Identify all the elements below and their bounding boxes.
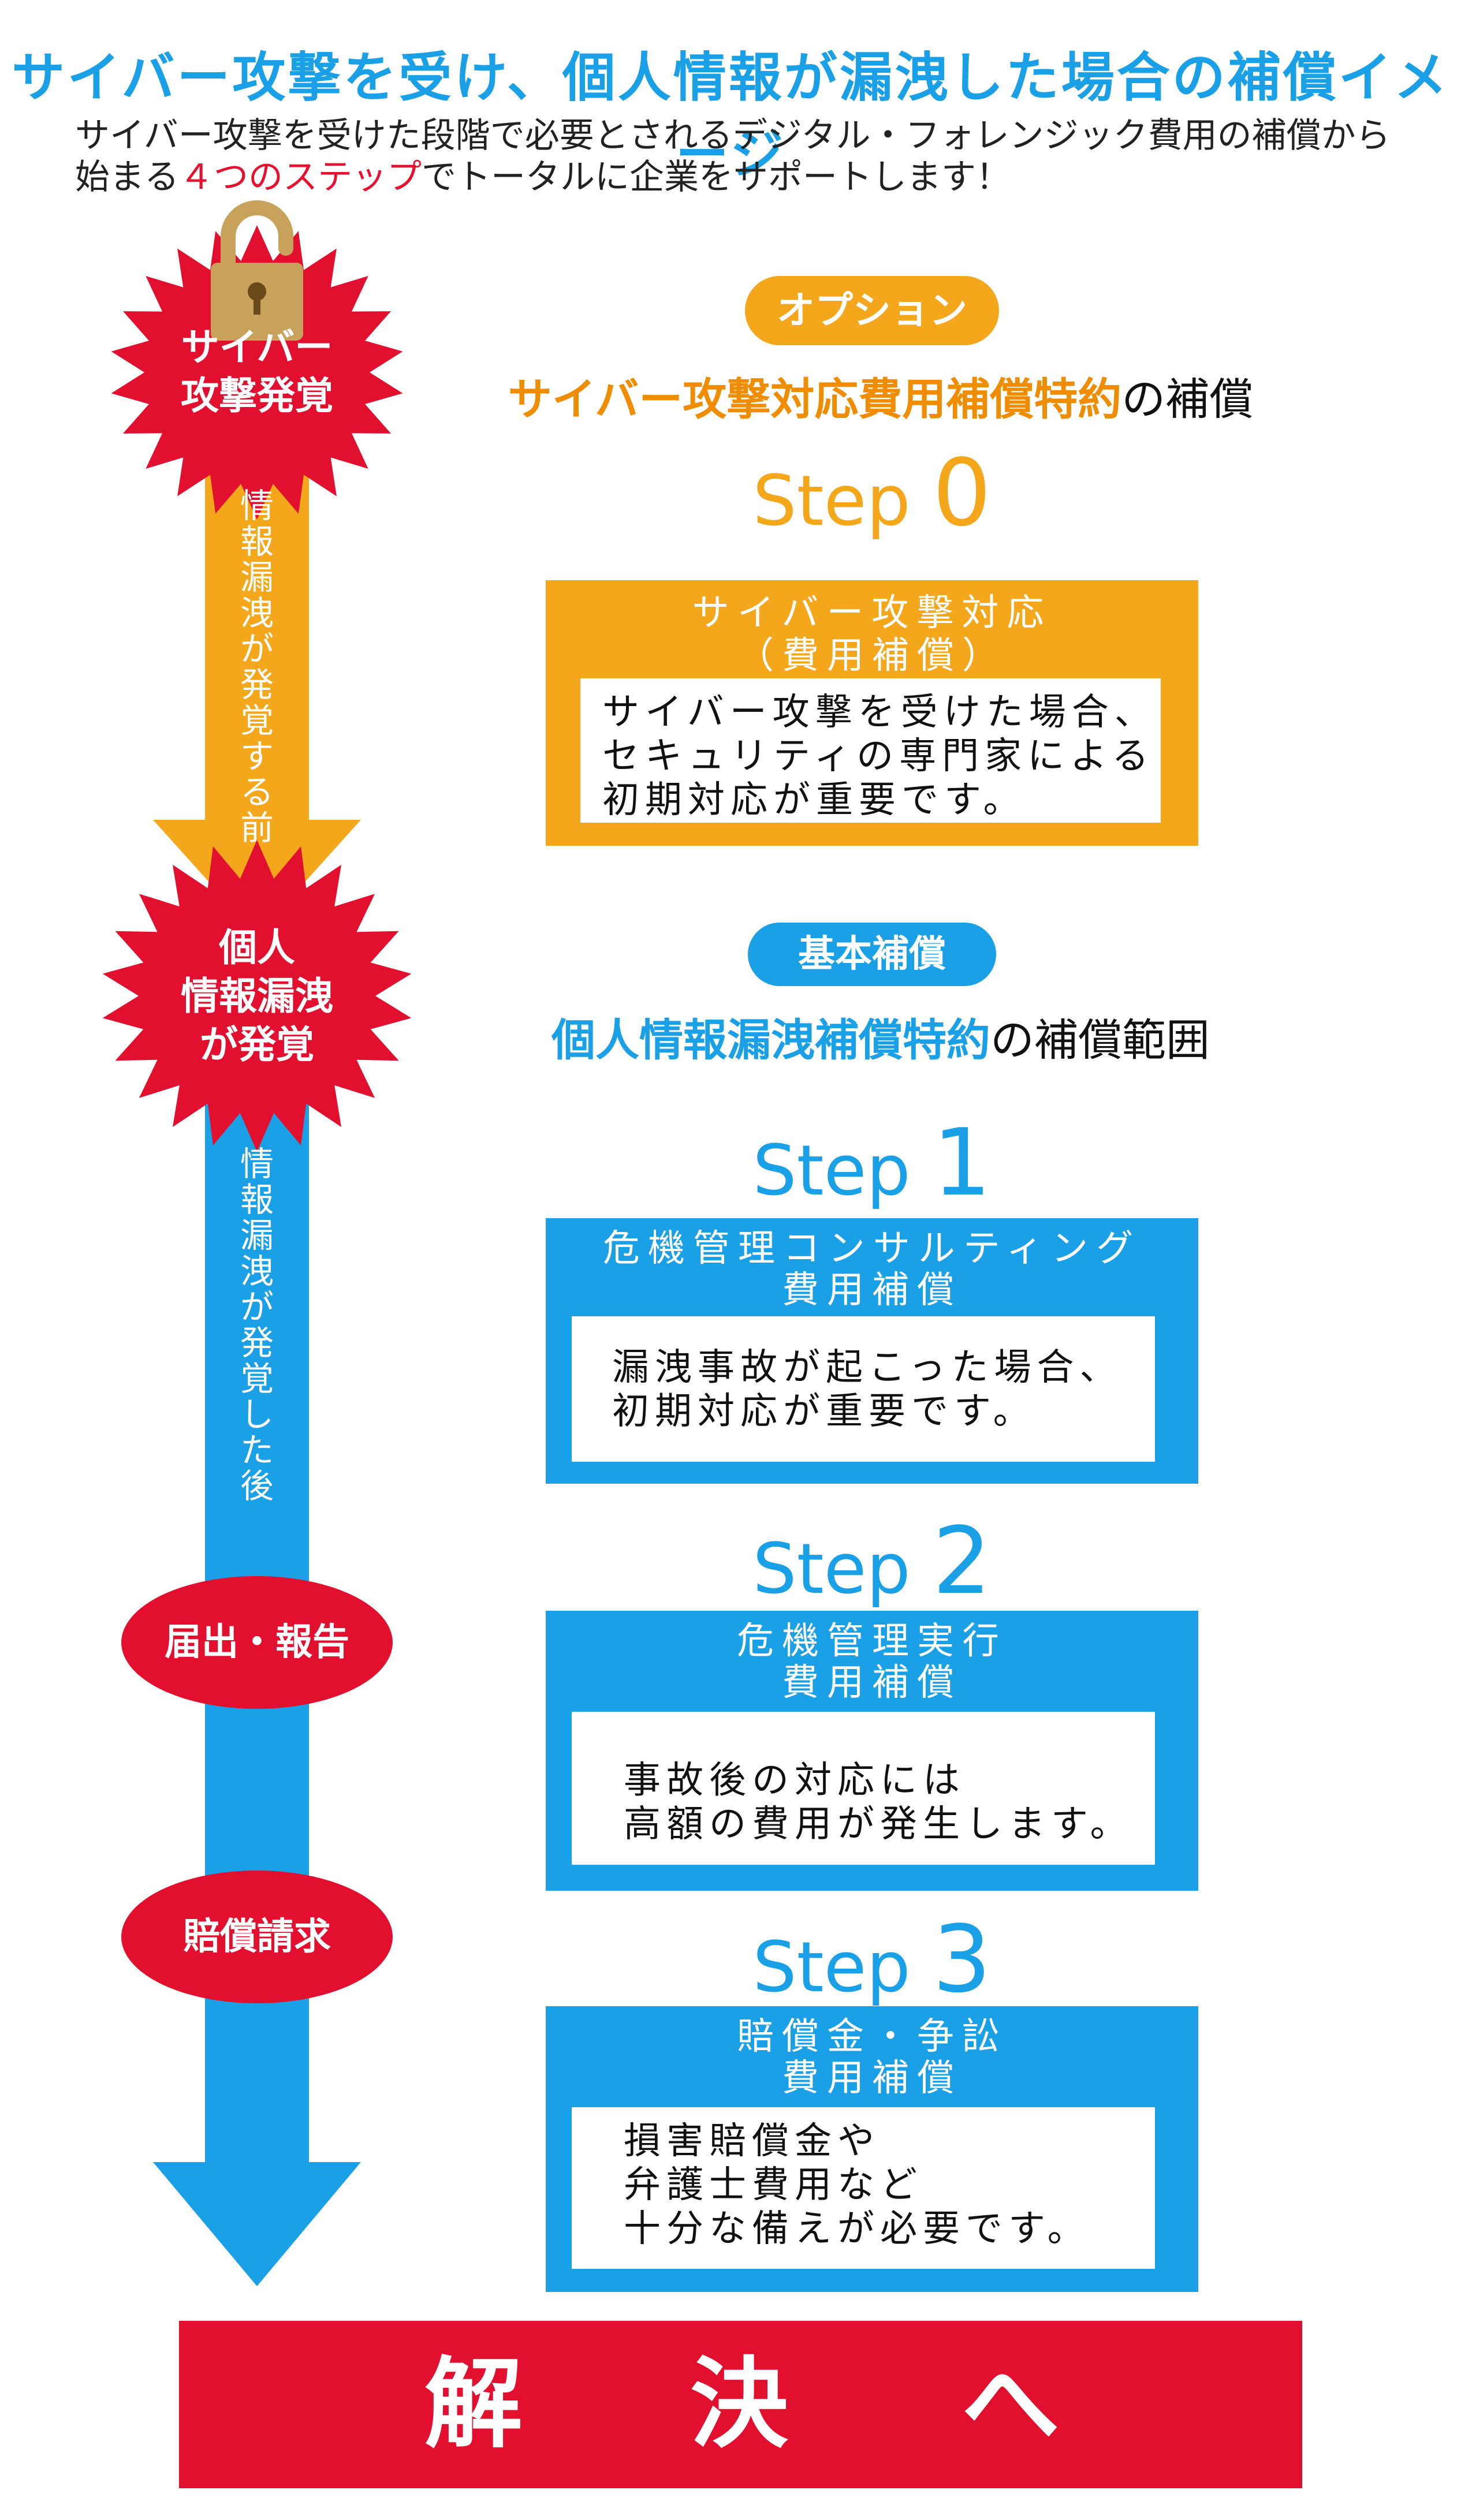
vchar: 洩 bbox=[240, 1252, 274, 1291]
burst2-line-3: が発覚 bbox=[200, 1022, 314, 1067]
vchar: 情 bbox=[240, 486, 274, 525]
vchar: 報 bbox=[240, 522, 274, 561]
step3-body-line-2: 弁護士費用など bbox=[624, 2164, 923, 2207]
vchar: 洩 bbox=[240, 593, 274, 633]
step1-body: 漏洩事故が起こった場合、 初期対応が重要です。 bbox=[572, 1316, 1155, 1462]
basic-heading: 個人情報漏洩補償特約の補償範囲 bbox=[404, 1005, 1357, 1068]
step1-title-2: 費用補償 bbox=[782, 1269, 962, 1312]
burst2-label: 個人 情報漏洩 が発覚 bbox=[133, 924, 381, 1069]
step-label: Step bbox=[752, 461, 911, 542]
vchar: る bbox=[240, 772, 274, 812]
option-heading: サイバー攻撃対応費用補償特約の補償 bbox=[404, 364, 1357, 427]
step-number: 3 bbox=[932, 1905, 992, 2013]
blue-arrow-head bbox=[153, 2162, 361, 2286]
banner-char-1: 解 bbox=[424, 2347, 523, 2462]
step1-body-line-1: 漏洩事故が起こった場合、 bbox=[612, 1346, 1123, 1389]
step2-body: 事故後の対応には 高額の費用が発生します。 bbox=[572, 1712, 1155, 1865]
vchar: 覚 bbox=[240, 701, 274, 740]
step2-body-line-1: 事故後の対応には bbox=[624, 1759, 966, 1802]
step3-body-line-3: 十分な備えが必要です。 bbox=[624, 2208, 1090, 2250]
vchar: 覚 bbox=[240, 1359, 274, 1398]
intro-prefix: 始まる bbox=[75, 157, 179, 197]
step2-heading: Step 2 bbox=[635, 1507, 1109, 1615]
before-discovery-text: 情 報 漏 洩 が 発 覚 す る 前 bbox=[237, 488, 277, 846]
step0-body: サイバー攻撃を受けた場合、 セキュリティの専門家による 初期対応が重要です。 bbox=[580, 678, 1161, 823]
vchar: が bbox=[240, 1287, 274, 1327]
step-label: Step bbox=[752, 1529, 911, 1610]
vchar: す bbox=[240, 737, 274, 776]
step0-heading: Step 0 bbox=[635, 439, 1109, 547]
basic-heading-suffix: の補償範囲 bbox=[990, 1014, 1210, 1066]
burst1-line-1: サイバー bbox=[181, 325, 333, 369]
step-number: 0 bbox=[932, 439, 992, 547]
step0-box: サイバー攻撃対応 （費用補償） サイバー攻撃を受けた場合、 セキュリティの専門家… bbox=[546, 580, 1198, 846]
vchar: 漏 bbox=[240, 558, 274, 597]
vchar: 漏 bbox=[240, 1216, 274, 1255]
step-number: 2 bbox=[932, 1507, 992, 1615]
step2-box: 危機管理実行 費用補償 事故後の対応には 高額の費用が発生します。 bbox=[546, 1611, 1198, 1891]
intro-line-2: 始まる４つのステップでトータルに企業をサポートします！ bbox=[75, 157, 1011, 197]
burst1-label: サイバー 攻撃発覚 bbox=[133, 323, 381, 420]
vchar: 発 bbox=[240, 665, 274, 704]
resolution-banner: 解 決 へ bbox=[179, 2321, 1302, 2488]
step3-box: 賠償金・争訟 費用補償 損害賠償金や 弁護士費用など 十分な備えが必要です。 bbox=[546, 2006, 1198, 2292]
after-discovery-text: 情 報 漏 洩 が 発 覚 し た 後 bbox=[237, 1146, 277, 1504]
step0-body-line-2: セキュリティの専門家による bbox=[602, 735, 1155, 778]
vchar: が bbox=[240, 629, 274, 669]
intro-suffix: でトータルに企業をサポートします！ bbox=[422, 157, 1011, 197]
step-label: Step bbox=[752, 1131, 911, 1211]
banner-char-3: へ bbox=[961, 2347, 1060, 2462]
step1-heading: Step 1 bbox=[635, 1108, 1109, 1216]
step1-body-line-2: 初期対応が重要です。 bbox=[612, 1390, 1036, 1433]
step3-title-2: 費用補償 bbox=[782, 2057, 962, 2100]
step0-title-2: （費用補償） bbox=[737, 634, 1007, 677]
basic-heading-highlight: 個人情報漏洩補償特約 bbox=[551, 1014, 990, 1066]
step3-heading: Step 3 bbox=[635, 1905, 1109, 2013]
step2-body-line-2: 高額の費用が発生します。 bbox=[624, 1803, 1133, 1846]
option-badge: オプション bbox=[745, 276, 999, 345]
vchar: た bbox=[240, 1431, 274, 1470]
step-label: Step bbox=[752, 1928, 911, 2008]
step0-body-line-3: 初期対応が重要です。 bbox=[602, 779, 1026, 822]
claim-ellipse: 賠償請求 bbox=[121, 1871, 393, 2003]
step3-body: 損害賠償金や 弁護士費用など 十分な備えが必要です。 bbox=[572, 2107, 1155, 2269]
burst2-line-1: 個人 bbox=[219, 925, 295, 970]
vchar: し bbox=[240, 1395, 274, 1434]
vchar: 前 bbox=[240, 808, 274, 848]
intro-highlight: ４つのステップ bbox=[179, 157, 422, 197]
step1-box: 危機管理コンサルティング 費用補償 漏洩事故が起こった場合、 初期対応が重要です… bbox=[546, 1218, 1198, 1484]
burst2-line-2: 情報漏洩 bbox=[181, 974, 333, 1018]
vchar: 後 bbox=[240, 1466, 274, 1506]
step1-title-1: 危機管理コンサルティング bbox=[602, 1227, 1142, 1270]
step2-title-1: 危機管理実行 bbox=[737, 1620, 1007, 1663]
step-number: 1 bbox=[932, 1108, 992, 1216]
cyber-attack-burst bbox=[111, 225, 403, 520]
vchar: 情 bbox=[240, 1144, 274, 1184]
step3-title-1: 賠償金・争訟 bbox=[737, 2015, 1007, 2058]
report-ellipse: 届出・報告 bbox=[121, 1576, 393, 1709]
option-heading-highlight: サイバー攻撃対応費用補償特約 bbox=[508, 374, 1122, 425]
vchar: 報 bbox=[240, 1180, 274, 1219]
basic-badge: 基本補償 bbox=[748, 923, 996, 986]
page-title: サイバー攻撃を受け、個人情報が漏洩した場合の補償イメージ bbox=[12, 47, 1449, 185]
step0-body-line-1: サイバー攻撃を受けた場合、 bbox=[602, 691, 1157, 734]
step0-title-1: サイバー攻撃対応 bbox=[692, 592, 1052, 634]
lock-icon bbox=[211, 200, 303, 341]
option-heading-suffix: の補償 bbox=[1121, 374, 1254, 425]
leak-discovered-burst bbox=[102, 840, 412, 1152]
vchar: 発 bbox=[240, 1323, 274, 1362]
banner-char-2: 決 bbox=[689, 2347, 788, 2462]
intro-line-1: サイバー攻撃を受けた段階で必要とされるデジタル・フォレンジック費用の補償から bbox=[75, 115, 1391, 156]
step3-body-line-1: 損害賠償金や bbox=[624, 2120, 880, 2163]
step2-title-2: 費用補償 bbox=[782, 1662, 962, 1704]
burst1-line-2: 攻撃発覚 bbox=[181, 374, 333, 418]
